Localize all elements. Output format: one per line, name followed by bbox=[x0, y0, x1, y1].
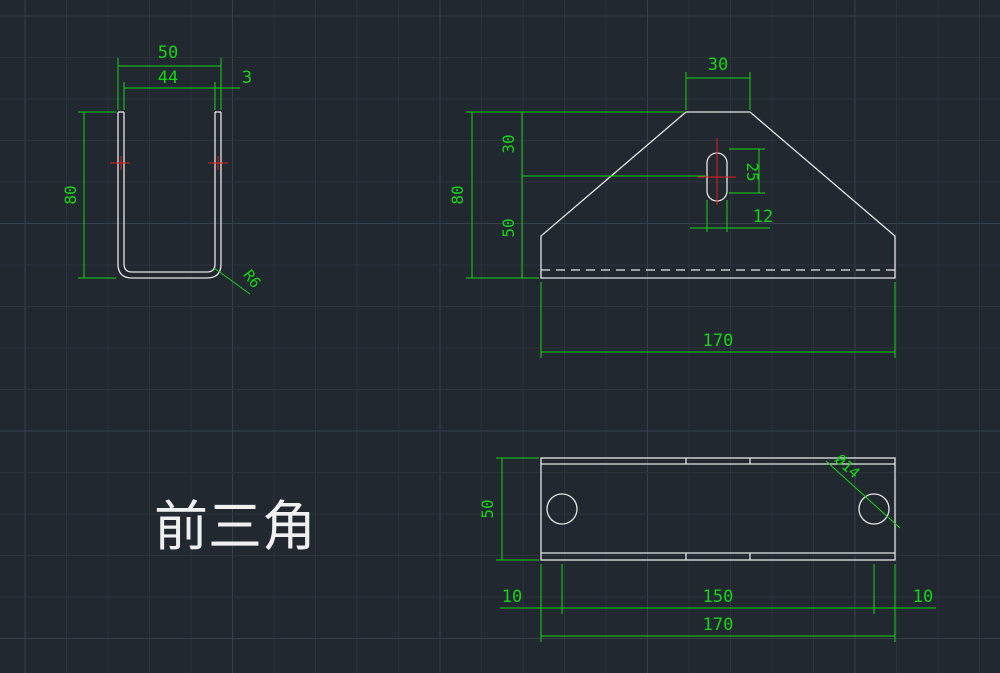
flange-plate bbox=[540, 457, 896, 561]
dim-top-width: 30 bbox=[708, 55, 728, 75]
slot bbox=[706, 152, 728, 202]
bottom-dimensions bbox=[496, 457, 936, 642]
dim-radius: R6 bbox=[239, 266, 264, 291]
front-view: 30 30 50 80 25 12 170 bbox=[448, 55, 896, 358]
u-channel-profile bbox=[117, 111, 222, 279]
dim-thickness: 3 bbox=[242, 68, 252, 88]
dim-lower-height: 50 bbox=[499, 218, 518, 237]
right-hole bbox=[858, 493, 890, 525]
dim-hole-spacing: 150 bbox=[703, 587, 734, 607]
dim-inner-width: 44 bbox=[158, 68, 178, 88]
slot-centerline bbox=[698, 138, 736, 205]
trapezoid-plate bbox=[540, 111, 896, 279]
dim-total-height: 80 bbox=[448, 185, 467, 204]
dim-depth: 50 bbox=[478, 499, 497, 518]
dim-height: 80 bbox=[61, 185, 80, 204]
dim-upper-height: 30 bbox=[499, 134, 518, 153]
side-view: 50 44 3 80 R6 bbox=[61, 43, 265, 295]
dim-total-length: 170 bbox=[703, 615, 734, 635]
dim-hole-diameter: Ø14 bbox=[831, 451, 863, 483]
front-dimensions bbox=[466, 72, 896, 358]
dim-overall-width: 50 bbox=[158, 43, 178, 63]
side-dimensions bbox=[78, 58, 251, 295]
bottom-view: 50 Ø14 10 150 10 170 bbox=[478, 451, 936, 642]
dim-right-offset: 10 bbox=[913, 587, 933, 607]
dim-slot-length: 25 bbox=[743, 162, 762, 181]
dim-slot-width: 12 bbox=[753, 207, 773, 227]
dim-base-width: 170 bbox=[703, 331, 734, 351]
drawing-title: 前三角 bbox=[154, 495, 316, 558]
left-hole bbox=[546, 493, 578, 525]
side-centerline-marks bbox=[110, 156, 228, 170]
dim-left-offset: 10 bbox=[502, 587, 522, 607]
